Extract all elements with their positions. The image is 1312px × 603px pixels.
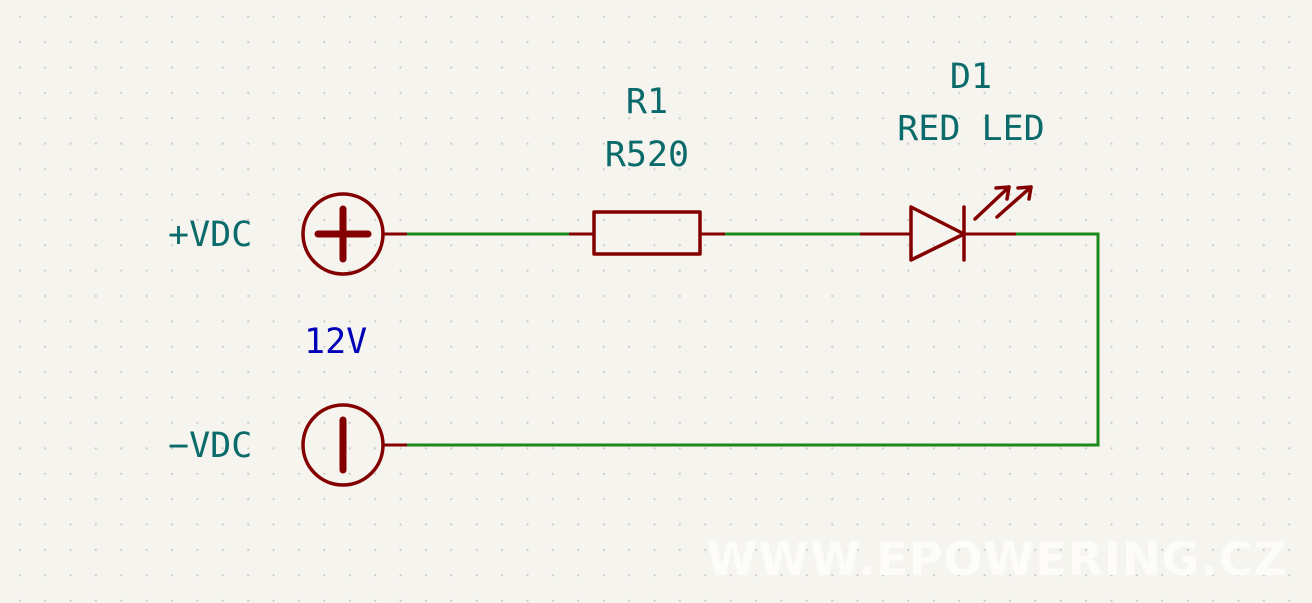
resistor-value: R520 [605,135,689,175]
wire-led-return[interactable] [407,232,1100,447]
led-triangle [909,205,966,262]
positive-terminal-symbol[interactable] [301,192,407,276]
positive-terminal-label: +VDC [168,215,252,255]
resistor-reference: R1 [626,82,668,122]
led-reference: D1 [950,57,992,97]
wires [407,232,1100,447]
negative-terminal-symbol[interactable] [301,403,407,487]
watermark-text: WWW.EPOWERING.CZ [706,532,1288,586]
source-voltage-value: 12V [304,322,367,362]
resistor-symbol[interactable] [569,210,725,256]
resistor-body [592,210,702,256]
light-emission-icon [973,185,1033,221]
led-symbol[interactable] [860,185,1033,262]
negative-terminal-label: −VDC [168,426,252,466]
led-value: RED LED [897,109,1045,149]
